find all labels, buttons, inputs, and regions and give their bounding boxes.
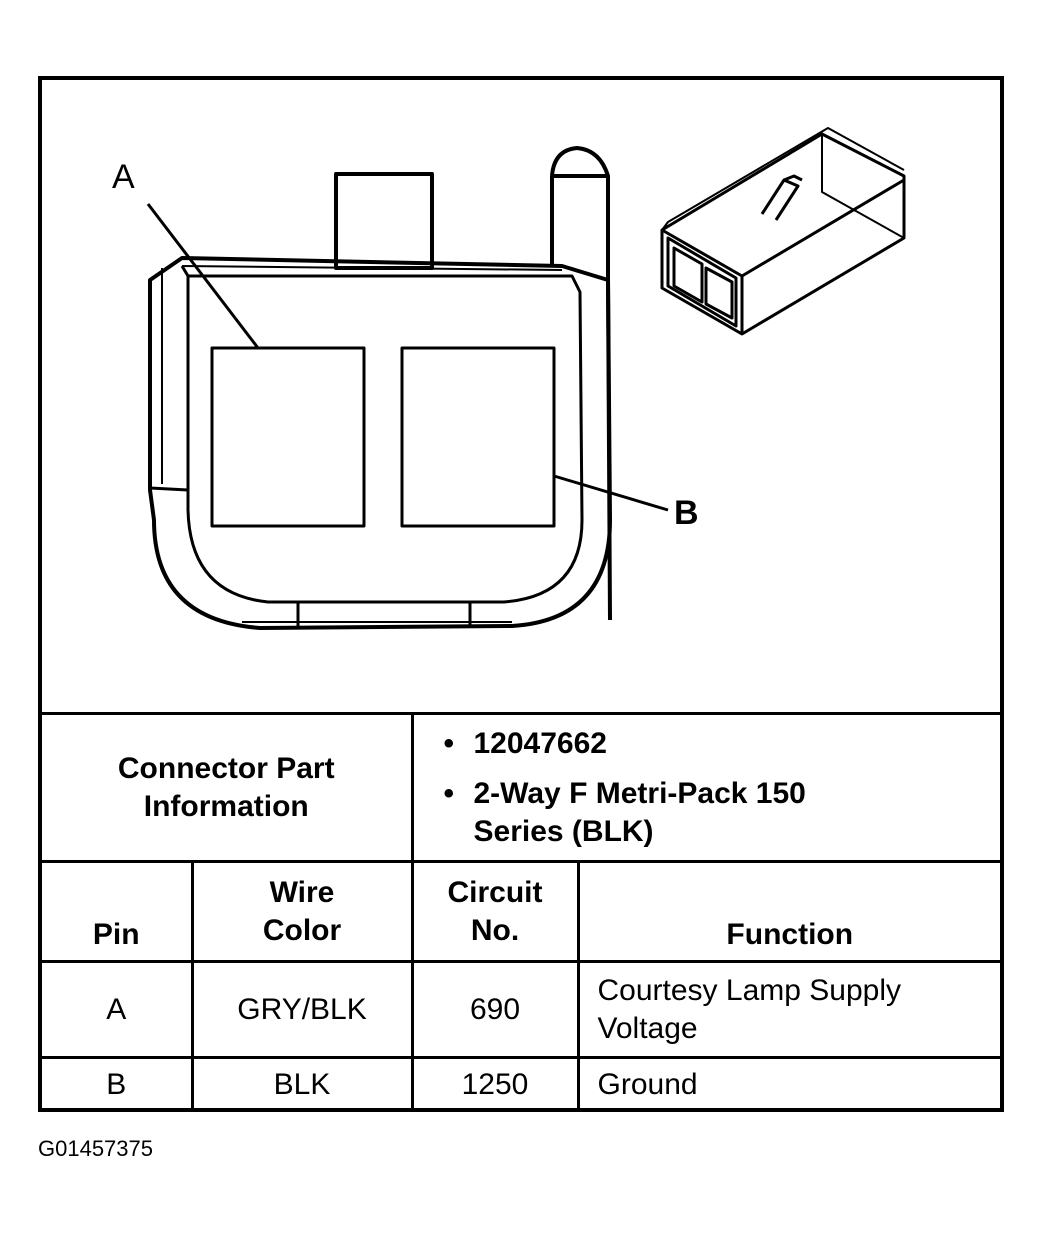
part-description: 2-Way F Metri-Pack 150 Series (BLK): [473, 776, 806, 848]
part-info-item: • 2-Way F Metri-Pack 150 Series (BLK): [444, 775, 1001, 851]
function-cell: Ground: [576, 1056, 1000, 1112]
header-circuit-no-text: Circuit No.: [447, 875, 543, 947]
header-wire-color-text: Wire Color: [262, 875, 342, 947]
part-info-list: • 12047662 • 2-Way F Metri-Pack 150 Series…: [414, 719, 1001, 857]
circuit-no-cell: 690: [410, 960, 580, 1059]
bullet-icon: •: [443, 776, 455, 810]
header-wire-color: Wire Color: [190, 860, 414, 963]
header-row: Pin Wire Color Circuit No. Function: [42, 860, 1000, 963]
callout-a-label: A: [112, 158, 135, 196]
connector-drawing: [146, 127, 906, 630]
connector-info-table: Connector Part Information • 12047662 • 2-…: [42, 712, 1000, 1112]
table-row: A GRY/BLK 690 Courtesy Lamp Supply Volta…: [42, 960, 1000, 1059]
connector-top-tab: [334, 172, 434, 270]
connector-latch-post: [550, 146, 612, 621]
connector-part-info-text: Connector Part Information: [117, 751, 335, 823]
header-function: Function: [576, 860, 1000, 963]
part-number: 12047662: [473, 726, 607, 760]
callout-a-leader: [146, 203, 260, 349]
figure-id: G01457375: [38, 1136, 153, 1161]
pin-cell: B: [42, 1056, 194, 1112]
connector-part-info-label: Connector Part Information: [42, 712, 414, 863]
header-pin: Pin: [42, 860, 194, 963]
part-info-item: • 12047662: [444, 725, 1001, 763]
cavity-b: [400, 346, 556, 528]
connector-diagram-frame: A B Connector Part Information • 12047662…: [38, 76, 1004, 1112]
callout-b-label: B: [674, 494, 699, 532]
bullet-icon: •: [443, 726, 455, 760]
table-row: B BLK 1250 Ground: [42, 1056, 1000, 1112]
connector-isometric-view: [660, 127, 906, 336]
connector-illustration: A B: [42, 80, 1000, 712]
wire-color-cell: BLK: [190, 1056, 414, 1112]
part-info-row: Connector Part Information • 12047662 • 2-…: [42, 712, 1001, 863]
circuit-no-cell: 1250: [410, 1056, 580, 1112]
pin-cell: A: [42, 960, 194, 1059]
callout-b-leader: [553, 474, 669, 512]
part-info-cell: • 12047662 • 2-Way F Metri-Pack 150 Series…: [410, 712, 1001, 863]
cavity-a: [210, 346, 366, 528]
function-cell: Courtesy Lamp Supply Voltage: [576, 960, 1000, 1059]
wire-color-cell: GRY/BLK: [190, 960, 414, 1059]
header-circuit-no: Circuit No.: [410, 860, 580, 963]
